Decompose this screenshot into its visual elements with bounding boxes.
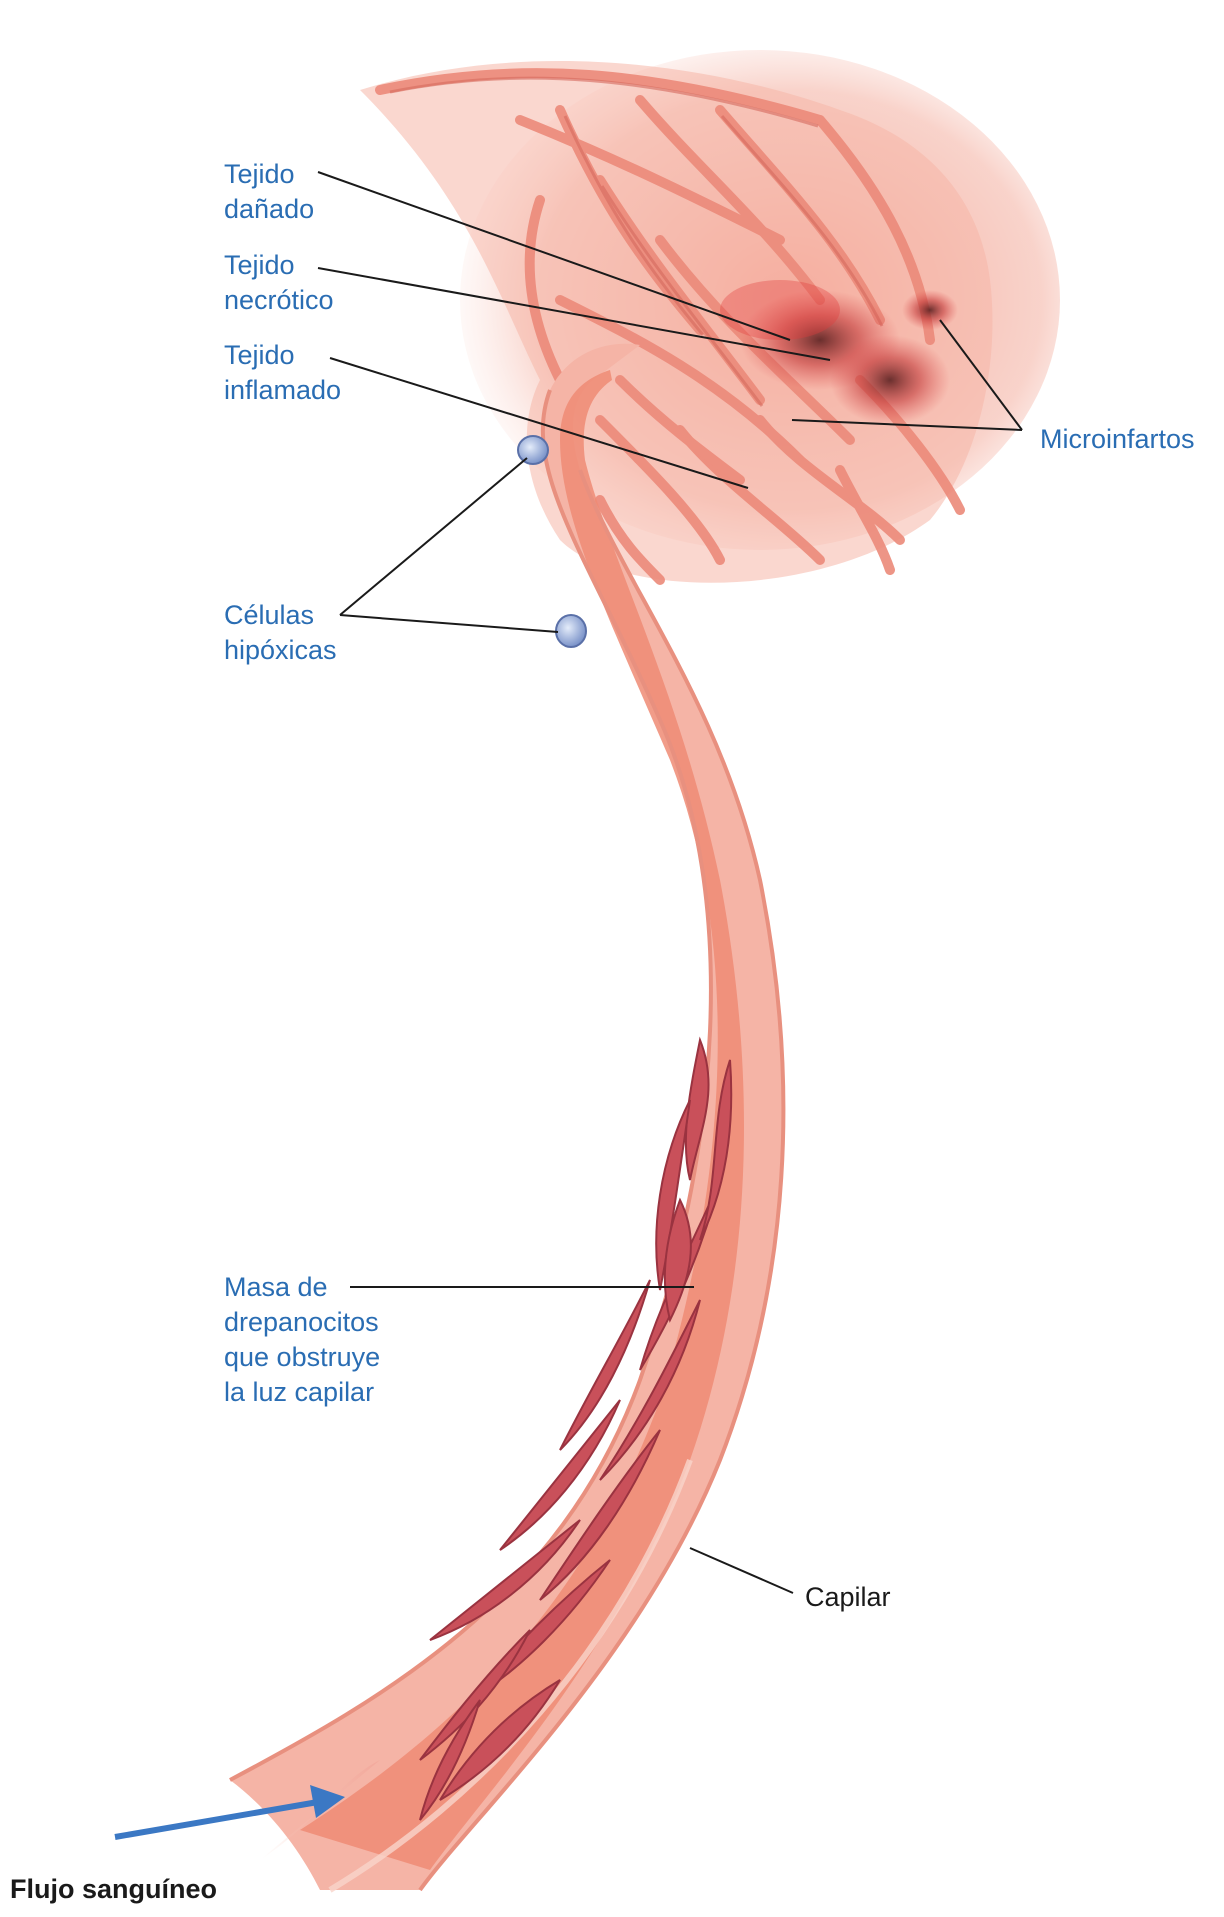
- label-blood-flow: Flujo sanguíneo: [10, 1872, 217, 1907]
- infarct-area: [830, 335, 950, 425]
- label-necrotic-tissue: Tejido necrótico: [224, 248, 334, 318]
- tissue-region: [360, 50, 1060, 583]
- label-damaged-tissue: Tejido dañado: [224, 157, 314, 227]
- label-sickle-cell-mass: Masa de drepanocitos que obstruye la luz…: [224, 1270, 380, 1410]
- label-inflamed-tissue: Tejido inflamado: [224, 338, 341, 408]
- label-hypoxic-cells: Células hipóxicas: [224, 598, 337, 668]
- label-microinfarcts: Microinfartos: [1040, 422, 1195, 457]
- label-capillary: Capilar: [805, 1580, 891, 1615]
- infarct-small: [902, 290, 958, 330]
